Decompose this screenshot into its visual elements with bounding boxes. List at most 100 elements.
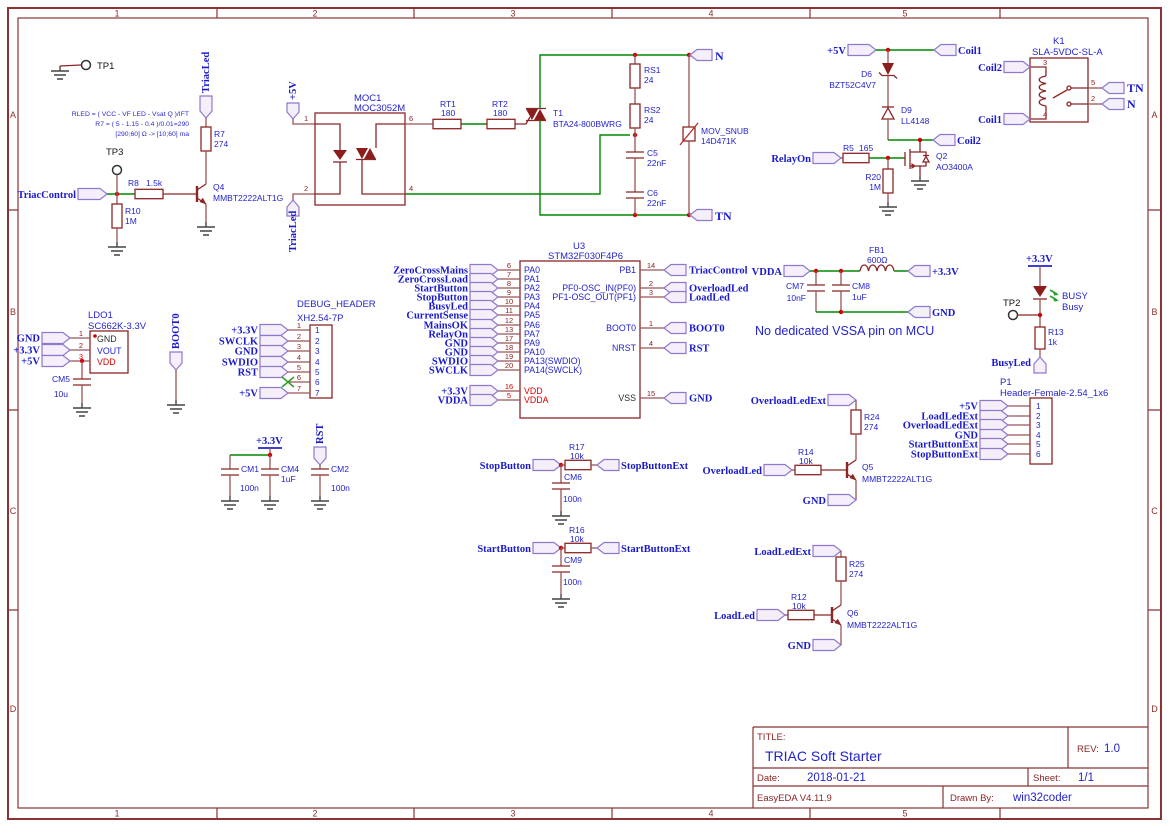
net-flag-triacled-top[interactable]: TriacLed	[199, 52, 213, 119]
net-flag-gnd-ldo[interactable]: GND	[17, 331, 71, 345]
net-flag-startbutton[interactable]: StartButton	[477, 541, 562, 556]
net-flag-boot0-u3[interactable]: BOOT0	[663, 321, 725, 335]
component-cm1[interactable]: CM1 100n	[221, 455, 259, 496]
component-q4[interactable]: Q4 MMBT2222ALT1G	[195, 182, 283, 206]
testpoint-pad[interactable]	[80, 59, 92, 71]
component-cm6[interactable]: CM6 100n	[552, 465, 582, 511]
power-symbol-3v3-cm4[interactable]: +3.3V	[256, 436, 283, 455]
net-flag-stopbuttonext[interactable]: StopButtonExt	[596, 458, 689, 473]
net-flag-coil1-k1[interactable]: Coil1	[978, 112, 1031, 127]
component-cm9[interactable]: CM9 100n	[552, 548, 582, 594]
net-flag-vdda[interactable]: VDDA	[752, 264, 811, 279]
net-flag-gnd-q6[interactable]: GND	[788, 638, 842, 653]
testpoint-tp2[interactable]: TP2	[1003, 298, 1040, 321]
component-cm7[interactable]: CM7 10nF	[786, 271, 825, 312]
net-flag-rst-u3[interactable]: RST	[663, 341, 709, 355]
net-flag-triaccontrol[interactable]: TriacControl	[17, 187, 108, 202]
net-flag-rst-dbg[interactable]: RST	[238, 365, 289, 379]
net-flag-startbuttonext-p1[interactable]: StartButtonExt	[909, 437, 1009, 451]
component-mov[interactable]: MOV_SNUB 14D471K	[679, 55, 749, 215]
component-debug-header[interactable]: DEBUG_HEADER XH2.54-7P 1 2 3 4 5 6 7 1 2…	[288, 299, 376, 399]
component-k1[interactable]: K1 SLA-5VDC-SL-A 3 4 5 2	[1029, 36, 1103, 123]
component-p1[interactable]: P1 Header-Female-2.54_1x6 1 2 3 4 5 6	[1000, 377, 1108, 465]
component-cm5[interactable]: CM5 10u	[52, 361, 91, 403]
component-r17[interactable]: R17 10k	[561, 442, 597, 471]
testpoint-tp1[interactable]: TP1	[50, 59, 114, 80]
component-cm8[interactable]: CM8 1uF	[832, 271, 870, 312]
net-flag-currentsense[interactable]: CurrentSense	[406, 308, 499, 322]
component-r12[interactable]: R12 10k	[785, 592, 832, 621]
component-busy-led[interactable]: BUSY Busy	[1033, 286, 1089, 313]
component-r20[interactable]: R20 1M	[865, 158, 894, 202]
component-c5[interactable]: C5 22nF	[626, 148, 666, 168]
net-flag-overloadledext-p1[interactable]: OverloadLedExt	[903, 418, 1009, 432]
component-rs1[interactable]: RS1 24	[629, 55, 661, 89]
net-flag-boot0-pulldown[interactable]: BOOT0	[169, 313, 183, 371]
net-flag-swclk-dbg[interactable]: SWCLK	[219, 334, 289, 348]
net-flag-3v3-dbg[interactable]: +3.3V	[231, 323, 289, 337]
net-flag-swdio-dbg[interactable]: SWDIO	[222, 355, 289, 369]
net-flag-overloadled[interactable]: OverloadLed	[703, 463, 793, 478]
net-flag-3v3-ldo[interactable]: +3.3V	[13, 343, 71, 357]
component-rt1[interactable]: RT1 180	[432, 99, 462, 130]
testpoint-pad[interactable]	[1007, 309, 1019, 321]
component-r16[interactable]: R16 10k	[561, 525, 597, 554]
net-flag-stopbuttonext-p1[interactable]: StopButtonExt	[911, 447, 1009, 461]
component-r7[interactable]: R7 274	[200, 126, 228, 152]
net-flag-stopbutton[interactable]: StopButton	[480, 458, 562, 473]
net-flag-triacled-moc[interactable]: TriacLed	[286, 199, 300, 252]
net-flag-n-snubber[interactable]: N	[689, 48, 724, 63]
net-flag-rst-cm2[interactable]: RST	[313, 424, 327, 466]
component-r24[interactable]: R24 274	[850, 400, 880, 460]
component-r25[interactable]: R25 274	[835, 551, 865, 605]
net-flag-loadled-u3[interactable]: LoadLed	[663, 290, 730, 304]
net-flag-5v-relay[interactable]: +5V	[827, 43, 877, 58]
component-q5[interactable]: Q5 MMBT2222ALT1G	[845, 458, 932, 484]
component-q6[interactable]: Q6 MMBT2222ALT1G	[830, 603, 917, 630]
component-u3[interactable]: U3 STM32F030F4P6 6 7 8 9 10 11 12 13 17 …	[498, 241, 664, 419]
net-flag-5v-dbg[interactable]: +5V	[239, 386, 289, 400]
component-d9[interactable]: D9 LL4148	[880, 105, 930, 126]
component-rs2[interactable]: RS2 24	[629, 103, 661, 129]
net-flag-coil2-mid[interactable]: Coil2	[932, 133, 981, 148]
net-flag-overloadledext[interactable]: OverloadLedExt	[751, 393, 857, 408]
net-flag-3v3-fb1[interactable]: +3.3V	[907, 264, 959, 279]
net-flag-busyled[interactable]: BusyLed	[991, 356, 1047, 374]
net-flag-gnd-q5[interactable]: GND	[803, 493, 857, 508]
component-r5[interactable]: R5 165	[841, 143, 873, 164]
component-t1[interactable]: T1 BTA24-800BWRG	[515, 107, 622, 129]
net-flag-relayon[interactable]: RelayOn	[771, 151, 842, 166]
net-flag-startbuttonext[interactable]: StartButtonExt	[596, 541, 691, 556]
net-flag-5v-p1[interactable]: +5V	[959, 399, 1009, 413]
component-rt2[interactable]: RT2 180	[486, 99, 516, 130]
net-flag-gnd-vss[interactable]: GND	[663, 391, 713, 405]
net-flag-triaccontrol-u3[interactable]: TriacControl	[663, 263, 748, 277]
net-flag-5v-ldo[interactable]: +5V	[21, 354, 71, 368]
net-flag-vdda-u3[interactable]: VDDA	[438, 393, 499, 407]
net-flag-swclk-u3[interactable]: SWCLK	[429, 363, 499, 377]
component-r13[interactable]: R13 1k	[1034, 326, 1064, 350]
net-flag-tn-k1[interactable]: TN	[1101, 81, 1144, 95]
net-flag-5v-moc[interactable]: +5V	[286, 81, 300, 120]
component-cm4[interactable]: CM4 1uF	[261, 455, 299, 496]
net-flag-n-k1[interactable]: N	[1101, 97, 1136, 111]
net-flag-loadled[interactable]: LoadLed	[714, 608, 786, 623]
component-r8[interactable]: R8 1.5k	[128, 178, 164, 200]
net-flag-loadledext[interactable]: LoadLedExt	[754, 544, 842, 559]
net-flag-gnd-fb1[interactable]: GND	[907, 305, 956, 320]
component-q2[interactable]: Q2 AO3400A	[904, 140, 973, 176]
component-c6[interactable]: C6 22nF	[626, 188, 666, 208]
component-moc1[interactable]: MOC1 MOC3052M 1 2 6 4	[304, 93, 413, 206]
testpoint-tp3[interactable]: TP3	[106, 147, 123, 194]
net-flag-gnd-dbg[interactable]: GND	[235, 344, 289, 358]
net-flag-tn-snubber[interactable]: TN	[689, 208, 732, 223]
component-r14[interactable]: R14 10k	[792, 447, 847, 476]
net-flag-coil1-top[interactable]: Coil1	[933, 43, 982, 58]
component-r10[interactable]: R10 1M	[111, 194, 141, 242]
component-cm2[interactable]: CM2 100n	[311, 464, 350, 496]
net-flag-coil2-k1[interactable]: Coil2	[978, 60, 1031, 75]
component-ldo1[interactable]: LDO1 SC662K-3.3V 1 2 3 GND VOUT VDD	[70, 310, 147, 374]
power-symbol-3v3-busy[interactable]: +3.3V	[1026, 254, 1053, 286]
testpoint-pad[interactable]	[111, 164, 123, 176]
component-fb1[interactable]: FB1 600Ω	[859, 245, 895, 272]
